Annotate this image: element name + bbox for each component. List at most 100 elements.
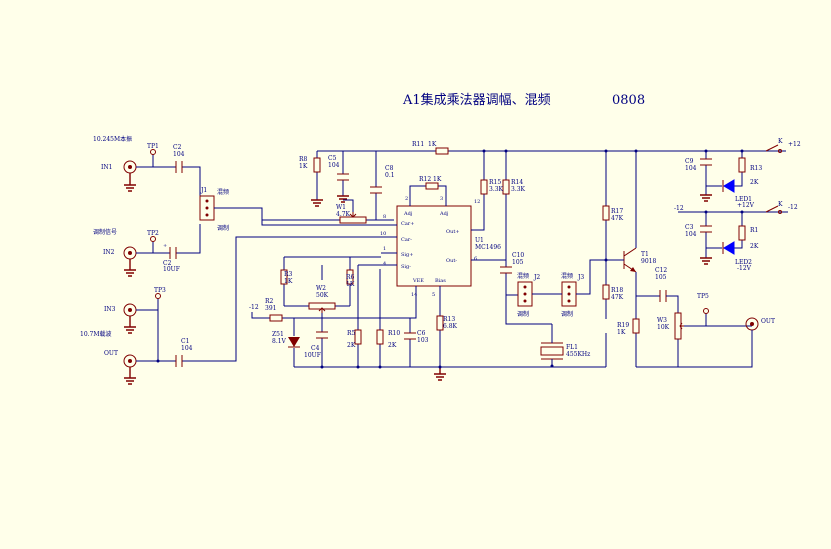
- resistor-r15: [480, 179, 488, 195]
- w2-value: 50K: [316, 292, 329, 299]
- minus12-left: -12: [249, 304, 259, 311]
- tp1-label: TP1: [147, 143, 159, 150]
- zener-z51: [288, 337, 300, 348]
- r13-ref: R13: [443, 316, 455, 323]
- switch-k-minus12[interactable]: [765, 205, 782, 214]
- capacitor-c8: [370, 186, 382, 194]
- c10-value: 105: [512, 259, 524, 266]
- w3-value: 10K: [657, 324, 670, 331]
- tp3-testpoint[interactable]: [155, 293, 161, 299]
- jumper-j1[interactable]: [199, 195, 215, 221]
- j3-mix-label: 混频: [561, 272, 573, 280]
- resistor-r6: [346, 269, 354, 285]
- r11-value: 1K: [428, 141, 437, 148]
- out-right-connector[interactable]: [745, 317, 759, 331]
- tp5-label: TP5: [697, 293, 709, 300]
- r5-value: 2K: [347, 342, 356, 349]
- capacitor-c5: [337, 173, 349, 181]
- potentiometer-w2[interactable]: [308, 302, 336, 313]
- j1-mod-label: 调制: [217, 224, 229, 232]
- pin-number-6: 6: [474, 256, 477, 262]
- t1-value: 9018: [641, 258, 656, 265]
- r14-value: 3.3K: [511, 186, 526, 193]
- resistor-r3: [280, 269, 288, 285]
- pin-number-8: 8: [383, 214, 386, 220]
- r14-ref: R14: [511, 179, 523, 186]
- led1-icon: [722, 179, 735, 193]
- c1-value: 104: [181, 345, 193, 352]
- resistor-r13-indicator: [738, 157, 746, 173]
- k2-label: K: [778, 201, 783, 208]
- jumper-j2[interactable]: [517, 281, 533, 307]
- tp2-testpoint[interactable]: [150, 236, 156, 242]
- resistor-r14: [502, 179, 510, 195]
- capacitor-c10: [500, 266, 512, 274]
- capacitor-c4: [316, 331, 328, 339]
- in2-description: 调制信号: [93, 228, 117, 236]
- potentiometer-w1[interactable]: [339, 212, 367, 224]
- r18-value: 47K: [611, 294, 624, 301]
- r15-ref: R15: [489, 179, 501, 186]
- resistor-r1: [738, 225, 746, 241]
- led1-value: +12V: [737, 202, 755, 209]
- led1-ref: LED1: [735, 196, 752, 203]
- j2-mod-label: 调制: [517, 310, 529, 318]
- c4-value: 10UF: [304, 352, 321, 359]
- u1-value: MC1496: [475, 244, 501, 251]
- c9-value: 104: [685, 165, 697, 172]
- led2-value: -12V: [737, 265, 752, 272]
- pin-car-minus: Car-: [401, 237, 412, 243]
- in1-connector[interactable]: [123, 160, 137, 174]
- minus12-right: -12: [674, 205, 684, 212]
- c2-ref: C2: [173, 144, 182, 151]
- capacitor-c12: [659, 290, 667, 302]
- jumper-j3[interactable]: [561, 281, 577, 307]
- resistor-r13: [436, 315, 444, 331]
- in2-label: IN2: [103, 249, 115, 256]
- c10-ref: C10: [512, 252, 524, 259]
- plus12-label: +12: [788, 141, 801, 148]
- in1-description: 10.245M本振: [93, 135, 132, 143]
- minus12-label: -12: [788, 204, 798, 211]
- in3-connector[interactable]: [123, 303, 137, 317]
- j3-label: J3: [577, 274, 584, 281]
- r13-value: 6.8K: [443, 323, 458, 330]
- u1-ref: U1: [475, 237, 484, 244]
- pin-number-10: 10: [380, 231, 386, 237]
- r13b-value: 2K: [750, 179, 759, 186]
- r11-ref: R11: [412, 141, 424, 148]
- pin-bias: Bias: [435, 278, 446, 284]
- r3-ref: R3: [284, 271, 293, 278]
- pin-out-plus: Out+: [446, 229, 460, 235]
- filter-fl1: [540, 342, 564, 360]
- tp3-label: TP3: [154, 287, 166, 294]
- resistor-r5: [354, 329, 362, 345]
- c2-value: 104: [173, 151, 185, 158]
- pin-number-14: 14: [411, 292, 417, 298]
- switch-k-plus12[interactable]: [765, 144, 782, 153]
- in2-connector[interactable]: [123, 246, 137, 260]
- r5-ref: R5: [347, 330, 356, 337]
- r3-value: 1K: [284, 278, 293, 285]
- z51-value: 8.1V: [272, 338, 287, 345]
- tp5-testpoint[interactable]: [703, 308, 709, 314]
- r10-value: 2K: [388, 342, 397, 349]
- z51-ref: Z51: [272, 331, 284, 338]
- potentiometer-w3[interactable]: [674, 312, 684, 340]
- r17-ref: R17: [611, 208, 623, 215]
- c2b-value: 10UF: [163, 266, 180, 273]
- r6-ref: R6: [346, 274, 355, 281]
- capacitor-c2-electrolytic: +: [163, 243, 177, 259]
- capacitor-c9: [700, 158, 712, 166]
- resistor-r2: [269, 314, 283, 322]
- w3-ref: W3: [657, 317, 667, 324]
- ic-u1-mc1496: [396, 205, 472, 287]
- tp1-testpoint[interactable]: [150, 149, 156, 155]
- w1-ref: W1: [336, 204, 346, 211]
- r13b-ref: R13: [750, 165, 762, 172]
- out-left-connector[interactable]: [123, 354, 137, 368]
- r19-value: 1K: [617, 329, 626, 336]
- led2-ref: LED2: [735, 259, 752, 266]
